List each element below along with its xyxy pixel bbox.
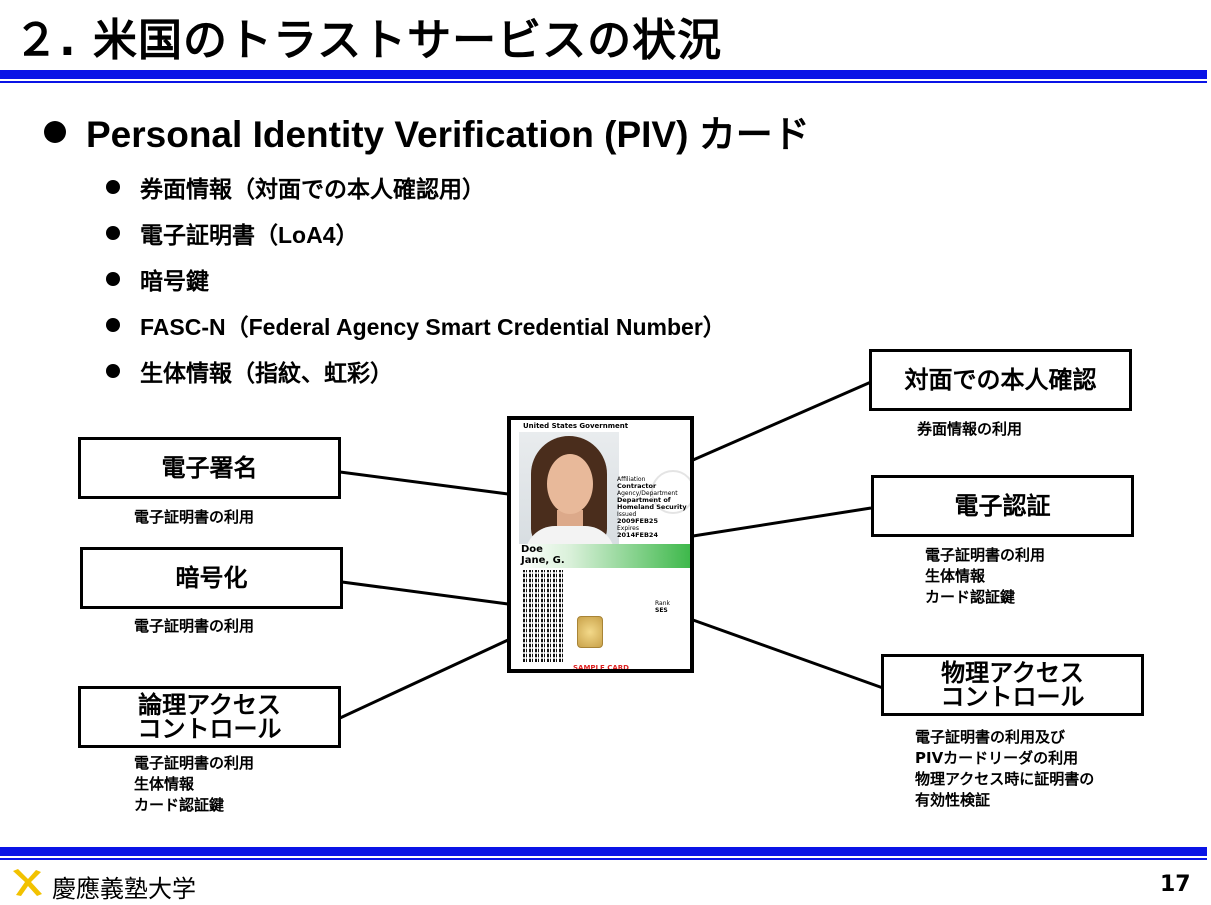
- bullet-dot-icon: [106, 272, 120, 286]
- card-info: Affiliation Contractor Agency/Department…: [617, 476, 687, 539]
- caption-line: 生体情報: [925, 567, 986, 585]
- caption-line: 電子証明書の利用: [134, 617, 255, 635]
- card-color-band: [519, 544, 690, 568]
- box-label: 電子認証: [954, 492, 1051, 520]
- page-number: 17: [1160, 872, 1191, 897]
- box-physical-access-control: 物理アクセス コントロール: [881, 654, 1144, 716]
- caption-physical-access-control: 電子証明書の利用及び PIVカードリーダの利用 物理アクセス時に証明書の 有効性…: [915, 727, 1094, 811]
- box-in-person-verification: 対面での本人確認: [869, 349, 1132, 411]
- sub-bullet-text: 生体情報（指紋、虹彩）: [140, 360, 393, 386]
- caption-line: 生体情報: [134, 775, 195, 793]
- box-label: 物理アクセス コントロール: [940, 659, 1085, 711]
- caption-line: カード認証鍵: [925, 588, 1016, 606]
- box-label: 論理アクセス コントロール: [137, 691, 282, 743]
- caption-line: カード認証鍵: [134, 796, 225, 814]
- caption-encryption: 電子証明書の利用: [134, 616, 254, 637]
- sub-bullet-item: FASC-N（Federal Agency Smart Credential N…: [106, 302, 726, 348]
- bullet-dot-icon: [44, 121, 66, 143]
- caption-line: 券面情報の利用: [917, 420, 1023, 438]
- card-header: United States Government: [523, 422, 629, 430]
- caption-electronic-authentication: 電子証明書の利用 生体情報 カード認証鍵: [925, 545, 1045, 608]
- box-label: 暗号化: [175, 564, 248, 592]
- sub-bullet-item: 電子証明書（LoA4）: [106, 210, 726, 256]
- main-bullet: Personal Identity Verification (PIV) カード: [44, 104, 810, 158]
- caption-logical-access-control: 電子証明書の利用 生体情報 カード認証鍵: [134, 753, 254, 816]
- footer-rule-thin: [0, 858, 1207, 860]
- bullet-dot-icon: [106, 318, 120, 332]
- barcode-icon: [523, 570, 563, 662]
- keio-pen-logo-icon: [13, 869, 42, 896]
- connector-line: [341, 580, 509, 606]
- connector-line: [692, 618, 884, 690]
- dhs-seal-icon: [651, 470, 690, 514]
- bullet-dot-icon: [106, 226, 120, 240]
- box-digital-signature: 電子署名: [78, 437, 341, 499]
- sub-bullet-item: 暗号鍵: [106, 256, 726, 302]
- sub-bullet-item: 券面情報（対面での本人確認用）: [106, 164, 726, 210]
- card-portrait-photo: [519, 432, 619, 550]
- caption-line: 電子証明書の利用: [134, 508, 255, 526]
- connector-line: [339, 638, 509, 720]
- university-name: 慶應義塾大学: [52, 875, 196, 903]
- title-rule-thin: [0, 81, 1207, 83]
- box-electronic-authentication: 電子認証: [871, 475, 1134, 537]
- card-rank: Rank SES: [655, 600, 670, 614]
- bullet-dot-icon: [106, 364, 120, 378]
- box-label: 対面での本人確認: [904, 366, 1097, 394]
- card-name: Doe Jane, G.: [521, 544, 565, 566]
- caption-line: 有効性検証: [915, 791, 991, 809]
- sub-bullet-text: 券面情報（対面での本人確認用）: [140, 176, 485, 202]
- sample-card-watermark: SAMPLE CARD: [573, 664, 629, 672]
- caption-line: 電子証明書の利用及び: [915, 728, 1066, 746]
- connector-line: [339, 470, 509, 496]
- caption-line: 物理アクセス時に証明書の: [915, 770, 1095, 788]
- title-rule: [0, 70, 1207, 79]
- sub-bullet-list: 券面情報（対面での本人確認用） 電子証明書（LoA4） 暗号鍵 FASC-N（F…: [106, 164, 726, 394]
- caption-line: PIVカードリーダの利用: [915, 749, 1079, 767]
- sub-bullet-item: 生体情報（指紋、虹彩）: [106, 348, 726, 394]
- caption-digital-signature: 電子証明書の利用: [134, 507, 254, 528]
- sub-bullet-text: 暗号鍵: [140, 268, 209, 294]
- caption-line: 電子証明書の利用: [925, 546, 1046, 564]
- footer-rule: [0, 847, 1207, 856]
- sub-bullet-text: 電子証明書（LoA4）: [140, 222, 359, 248]
- bullet-dot-icon: [106, 180, 120, 194]
- slide-title: ２. 米国のトラストサービスの状況: [14, 15, 723, 66]
- box-logical-access-control: 論理アクセス コントロール: [78, 686, 341, 748]
- caption-in-person-verification: 券面情報の利用: [917, 419, 1022, 440]
- smart-chip-icon: [577, 616, 603, 648]
- main-bullet-text: Personal Identity Verification (PIV) カード: [86, 114, 810, 155]
- connector-line: [692, 506, 872, 538]
- box-encryption: 暗号化: [80, 547, 343, 609]
- caption-line: 電子証明書の利用: [134, 754, 255, 772]
- box-label: 電子署名: [161, 454, 258, 482]
- sub-bullet-text: FASC-N（Federal Agency Smart Credential N…: [140, 314, 726, 340]
- piv-card-image: United States Government Affiliation Con…: [507, 416, 694, 673]
- connector-line: [692, 380, 872, 462]
